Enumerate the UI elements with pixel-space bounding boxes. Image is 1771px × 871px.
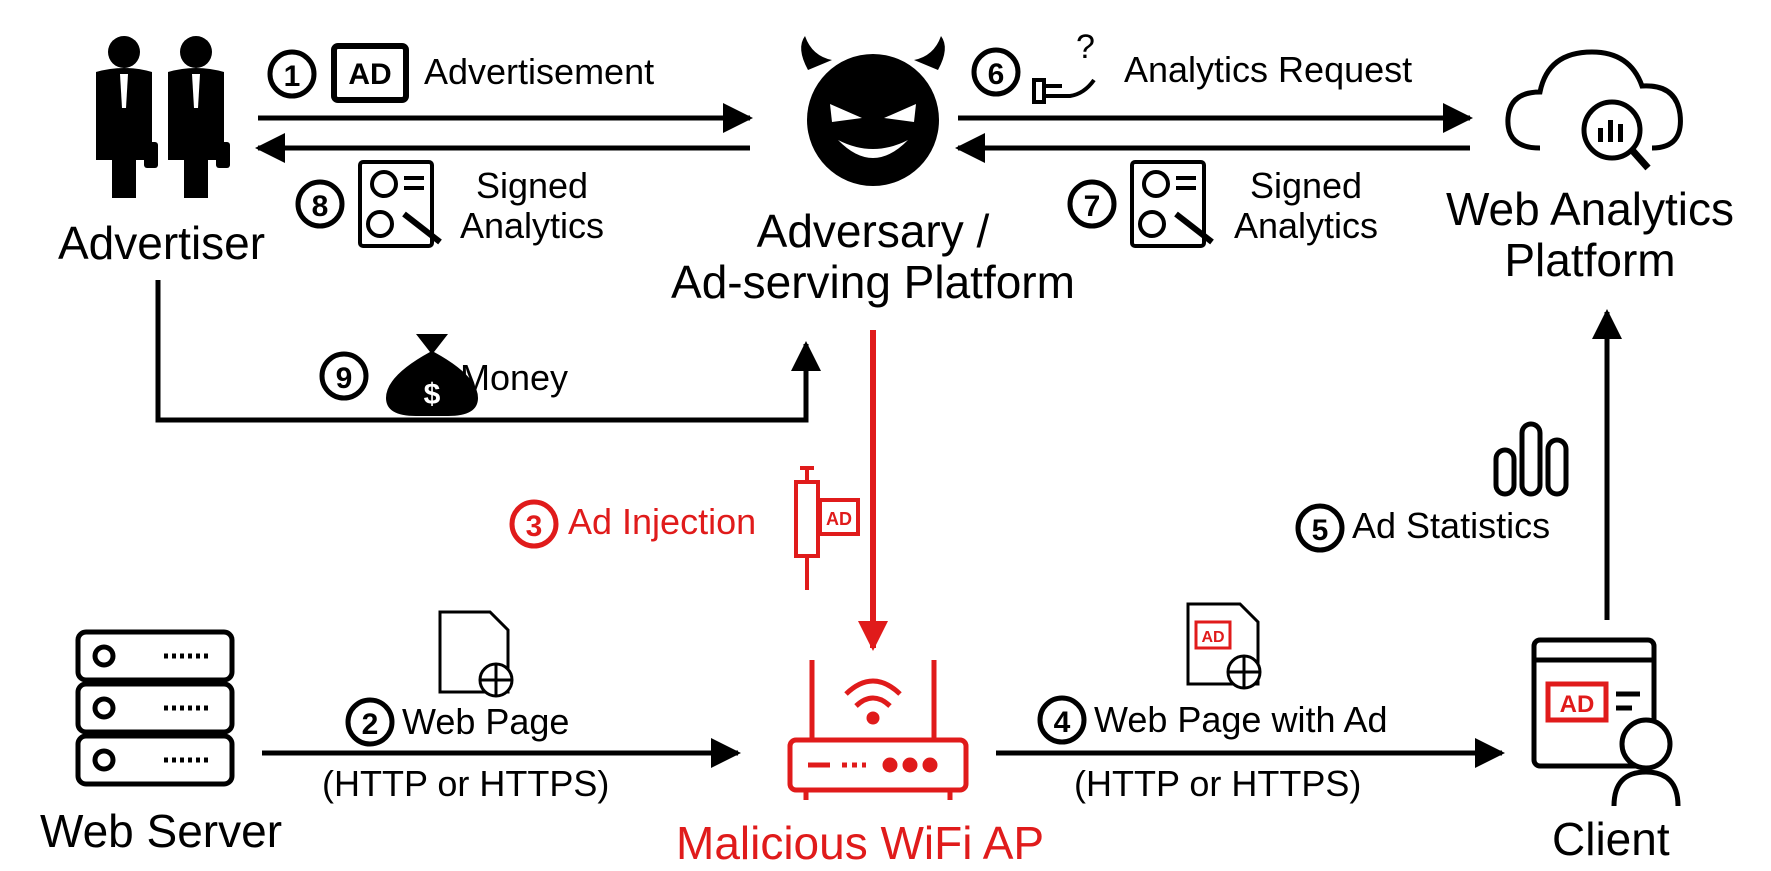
- analytics-request-hand-icon: ?: [1032, 28, 1096, 104]
- web-server-icon: [75, 629, 235, 787]
- step-number-4: 4: [1037, 695, 1087, 745]
- step-number-8: 8: [295, 179, 345, 229]
- step-7-line2: Analytics: [1233, 204, 1379, 246]
- step-4-sub: (HTTP or HTTPS): [1074, 763, 1362, 804]
- step-2-sub: (HTTP or HTTPS): [322, 763, 610, 804]
- step-2-label: Web Page: [402, 701, 570, 742]
- svg-text:AD: AD: [1201, 629, 1224, 646]
- step-4-label: Web Page with Ad: [1094, 699, 1388, 740]
- svg-text:1: 1: [284, 60, 301, 93]
- step-3-label: Ad Injection: [568, 501, 757, 542]
- svg-text:5: 5: [1312, 514, 1329, 547]
- adversary-label-line1: Adversary /: [756, 205, 990, 257]
- svg-text:6: 6: [988, 58, 1005, 91]
- step-6-label: Analytics Request: [1124, 49, 1413, 90]
- svg-text:$: $: [424, 378, 441, 411]
- svg-text:9: 9: [336, 362, 353, 395]
- svg-text:AD: AD: [826, 509, 852, 529]
- web-server-label: Web Server: [40, 805, 283, 857]
- adversary-label-line2: Ad-serving Platform: [671, 255, 1075, 308]
- svg-text:2: 2: [362, 708, 379, 741]
- client-label: Client: [1552, 813, 1670, 865]
- step-number-3: 3: [509, 499, 559, 549]
- client-icon: AD: [1531, 637, 1681, 807]
- adversary-devil-icon: [801, 36, 945, 186]
- step-7-line1: Signed: [1249, 165, 1363, 206]
- wifi-ap-label: Malicious WiFi AP: [676, 817, 1045, 869]
- svg-text:AD: AD: [348, 58, 391, 91]
- step-8-line1: Signed: [475, 165, 589, 206]
- svg-text:3: 3: [526, 510, 543, 543]
- signed-analytics-document-icon-left: [358, 160, 442, 248]
- ad-badge-icon: AD: [331, 43, 409, 103]
- advertiser-label: Advertiser: [58, 217, 266, 269]
- svg-text:4: 4: [1054, 706, 1071, 739]
- signed-analytics-document-icon-right: [1130, 160, 1214, 248]
- adversary-label: Adversary / Ad-serving Platform: [640, 206, 1106, 307]
- step-number-9: 9: [319, 351, 369, 401]
- web-analytics-label-line1: Web Analytics: [1445, 183, 1735, 235]
- svg-text:8: 8: [312, 190, 329, 223]
- web-analytics-label-line2: Platform: [1504, 233, 1676, 286]
- web-page-document-icon: [438, 610, 514, 698]
- step-number-5: 5: [1295, 503, 1345, 553]
- web-analytics-cloud-icon: [1505, 49, 1683, 171]
- ad-injection-syringe-icon: AD: [794, 466, 860, 590]
- svg-text:AD: AD: [1560, 691, 1595, 718]
- step-number-1: 1: [267, 49, 317, 99]
- step-1-label: Advertisement: [424, 51, 655, 92]
- svg-text:?: ?: [1076, 28, 1095, 66]
- step-number-7: 7: [1067, 179, 1117, 229]
- svg-text:7: 7: [1084, 190, 1101, 223]
- step-9-label: Money: [460, 357, 569, 398]
- ad-statistics-bars-icon: [1493, 421, 1569, 497]
- step-number-2: 2: [345, 697, 395, 747]
- step-8-label: Signed Analytics: [452, 166, 612, 245]
- arrow-money: [155, 280, 821, 423]
- step-5-label: Ad Statistics: [1352, 505, 1551, 546]
- advertiser-icon: [96, 36, 230, 198]
- web-analytics-label: Web Analytics Platform: [1420, 184, 1760, 285]
- step-7-label: Signed Analytics: [1226, 166, 1386, 245]
- web-page-with-ad-document-icon: AD: [1186, 602, 1262, 690]
- step-8-line2: Analytics: [459, 204, 605, 246]
- money-bag-icon: $: [386, 334, 478, 416]
- step-number-6: 6: [971, 47, 1021, 97]
- malicious-wifi-router-icon: [787, 660, 969, 800]
